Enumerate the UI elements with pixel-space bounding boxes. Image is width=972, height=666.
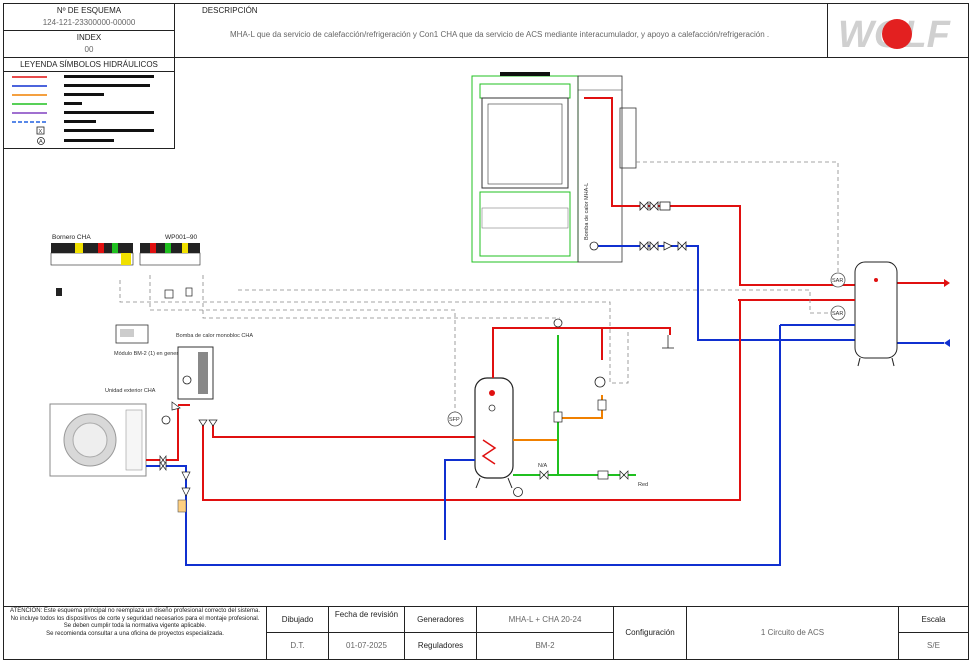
cha-filter bbox=[177, 499, 187, 513]
cha-supply-short bbox=[146, 408, 179, 461]
acs-expansion bbox=[513, 487, 523, 497]
drawn-value-cell: D.T. bbox=[266, 632, 329, 660]
na-label: N/A bbox=[538, 463, 548, 469]
generators-label: Generadores bbox=[417, 615, 464, 624]
sensor-sar-2-label: SAR bbox=[832, 311, 843, 317]
red-label: Red bbox=[638, 482, 648, 488]
wolf-logo: WOLF bbox=[838, 14, 952, 56]
drawn-value: D.T. bbox=[290, 641, 305, 650]
outdoor-unit bbox=[49, 403, 147, 477]
ground-symbol bbox=[56, 288, 62, 296]
index-value: 00 bbox=[84, 45, 94, 54]
drawn-label-cell: Dibujado bbox=[266, 606, 329, 633]
cha-return-main bbox=[146, 325, 781, 566]
terminal-strip-wp bbox=[139, 243, 201, 266]
config-label: Configuración bbox=[625, 628, 675, 637]
arrow-return-out bbox=[944, 339, 950, 347]
check-valve-1 bbox=[553, 411, 563, 423]
date-label-cell: Fecha de revisión bbox=[328, 606, 405, 633]
regulators-label: Reguladores bbox=[417, 641, 464, 650]
mha-vertical-label: Bomba de calor MHA-L bbox=[584, 183, 590, 240]
cold-valve bbox=[539, 470, 549, 480]
generators-label-cell: Generadores bbox=[404, 606, 477, 633]
outdoor-unit-label: Unidad exterior CHA bbox=[105, 388, 156, 394]
date-value: 01-07-2025 bbox=[346, 641, 387, 650]
description-label: DESCRIPCIÓN bbox=[202, 6, 258, 15]
control-wiring bbox=[119, 161, 839, 412]
date-value-cell: 01-07-2025 bbox=[328, 632, 405, 660]
regulators-label-cell: Reguladores bbox=[404, 632, 477, 660]
thermostatic-mixer bbox=[553, 318, 563, 328]
wp-label: WP001–90 bbox=[165, 234, 198, 241]
regulators-value: BM-2 bbox=[535, 641, 555, 650]
legend-symbol-a: A bbox=[39, 139, 43, 145]
sensor-sar-1-label: SAR bbox=[832, 278, 843, 284]
bm2-display bbox=[120, 329, 134, 337]
tank-coil-return bbox=[444, 459, 475, 540]
index-label: INDEX bbox=[76, 33, 102, 42]
legend-symbol-circle bbox=[37, 137, 45, 145]
sensor-sfp bbox=[447, 411, 463, 427]
terminal-strip-cha bbox=[50, 243, 134, 266]
boiler-cha-label: Bornero CHA bbox=[52, 234, 91, 241]
generators-value: MHA-L + CHA 20-24 bbox=[508, 615, 582, 624]
sensor-sar-1 bbox=[830, 272, 846, 288]
pump-module-label: Bomba de calor monobloc CHA bbox=[176, 333, 253, 339]
attention-line-4: Se recomienda consultar a una oficina de… bbox=[46, 630, 224, 637]
config-value-cell: 1 Circuito de ACS bbox=[686, 606, 899, 660]
scale-value-cell: S/E bbox=[898, 632, 969, 660]
buffer-tank-sensor bbox=[874, 278, 878, 282]
scale-label-cell: Escala bbox=[898, 606, 969, 633]
cha-expansion bbox=[161, 415, 171, 425]
mha-valves bbox=[589, 201, 687, 251]
check-valve-3 bbox=[597, 470, 609, 480]
pump-module-element bbox=[198, 352, 208, 394]
legend-lines: X A bbox=[12, 75, 154, 145]
arrow-supply-out bbox=[944, 279, 950, 287]
generators-value-cell: MHA-L + CHA 20-24 bbox=[476, 606, 614, 633]
scheme-number-value: 124-121-23300000-00000 bbox=[42, 18, 136, 27]
legend-symbol-x: X bbox=[39, 129, 43, 135]
regulators-value-cell: BM-2 bbox=[476, 632, 614, 660]
drawn-label: Dibujado bbox=[281, 615, 314, 624]
attention-box: ATENCIÓN: Este esquema principal no reem… bbox=[3, 606, 267, 660]
recirc-pump bbox=[594, 376, 606, 388]
logo-red-dot bbox=[882, 19, 912, 49]
cha-valves bbox=[159, 401, 218, 497]
date-label: Fecha de revisión bbox=[334, 610, 399, 619]
attention-line-1: ATENCIÓN: Este esquema principal no reem… bbox=[9, 608, 260, 614]
scale-label: Escala bbox=[921, 615, 946, 624]
config-value: 1 Circuito de ACS bbox=[760, 628, 825, 637]
acs-hot-out bbox=[492, 327, 671, 378]
legend-box: LEYENDA SÍMBOLOS HIDRÁULICOS X A bbox=[3, 57, 175, 149]
legend-symbol-box bbox=[36, 126, 45, 135]
logo-box: WOLF bbox=[827, 3, 969, 58]
sensor-sfp-label: SFP bbox=[449, 417, 460, 423]
cha-supply-main bbox=[202, 300, 741, 501]
mha-supply-line bbox=[584, 97, 855, 286]
sensor-box-2 bbox=[185, 287, 193, 297]
bm2-label: Módulo BM-2 (1) en generador bbox=[114, 351, 189, 357]
legend-title: LEYENDA SÍMBOLOS HIDRÁULICOS bbox=[4, 58, 174, 72]
attention-line-2: No incluye todos los dispositivos de cor… bbox=[10, 615, 260, 622]
scale-value: S/E bbox=[927, 641, 940, 650]
mha-fan-top bbox=[500, 72, 550, 76]
buffer-tank bbox=[854, 261, 898, 367]
attention-line-3: Se deben cumplir toda la normativa vigen… bbox=[63, 623, 207, 629]
scheme-number-label: Nº DE ESQUEMA bbox=[56, 6, 122, 15]
pump-module-pump bbox=[182, 375, 192, 385]
sensor-sar-2 bbox=[830, 305, 846, 321]
sensor-box-1 bbox=[164, 289, 174, 299]
check-valve-2 bbox=[597, 399, 607, 411]
config-label-cell: Configuración bbox=[613, 606, 687, 660]
description-text: MHA-L que da servicio de calefacción/ref… bbox=[230, 30, 770, 39]
cha-to-tank-coil bbox=[212, 420, 475, 438]
acs-tank bbox=[474, 377, 514, 489]
cold-valve-2 bbox=[619, 470, 629, 480]
